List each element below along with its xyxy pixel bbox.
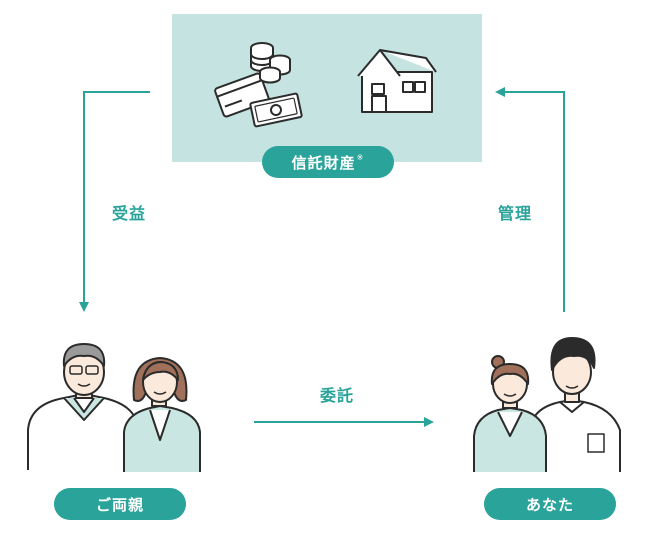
entrust-label: 委託 (320, 386, 355, 405)
house-icon (357, 49, 437, 113)
trust-property-note-mark: ※ (356, 152, 365, 162)
benefit-arrow (79, 91, 150, 312)
trust-property-badge: 信託財産※ (262, 146, 394, 178)
trust-property-label: 信託財産 (291, 153, 356, 172)
manage-label: 管理 (498, 204, 533, 223)
you-label: あなた (525, 495, 574, 514)
benefit-label: 受益 (112, 204, 147, 223)
you-illustration (473, 337, 621, 472)
parents-illustration (27, 343, 201, 472)
parents-badge: ご両親 (54, 488, 186, 520)
you-badge: あなた (484, 488, 616, 520)
manage-arrow (495, 87, 565, 312)
money-icon (214, 42, 303, 128)
parents-label: ご両親 (95, 495, 144, 514)
